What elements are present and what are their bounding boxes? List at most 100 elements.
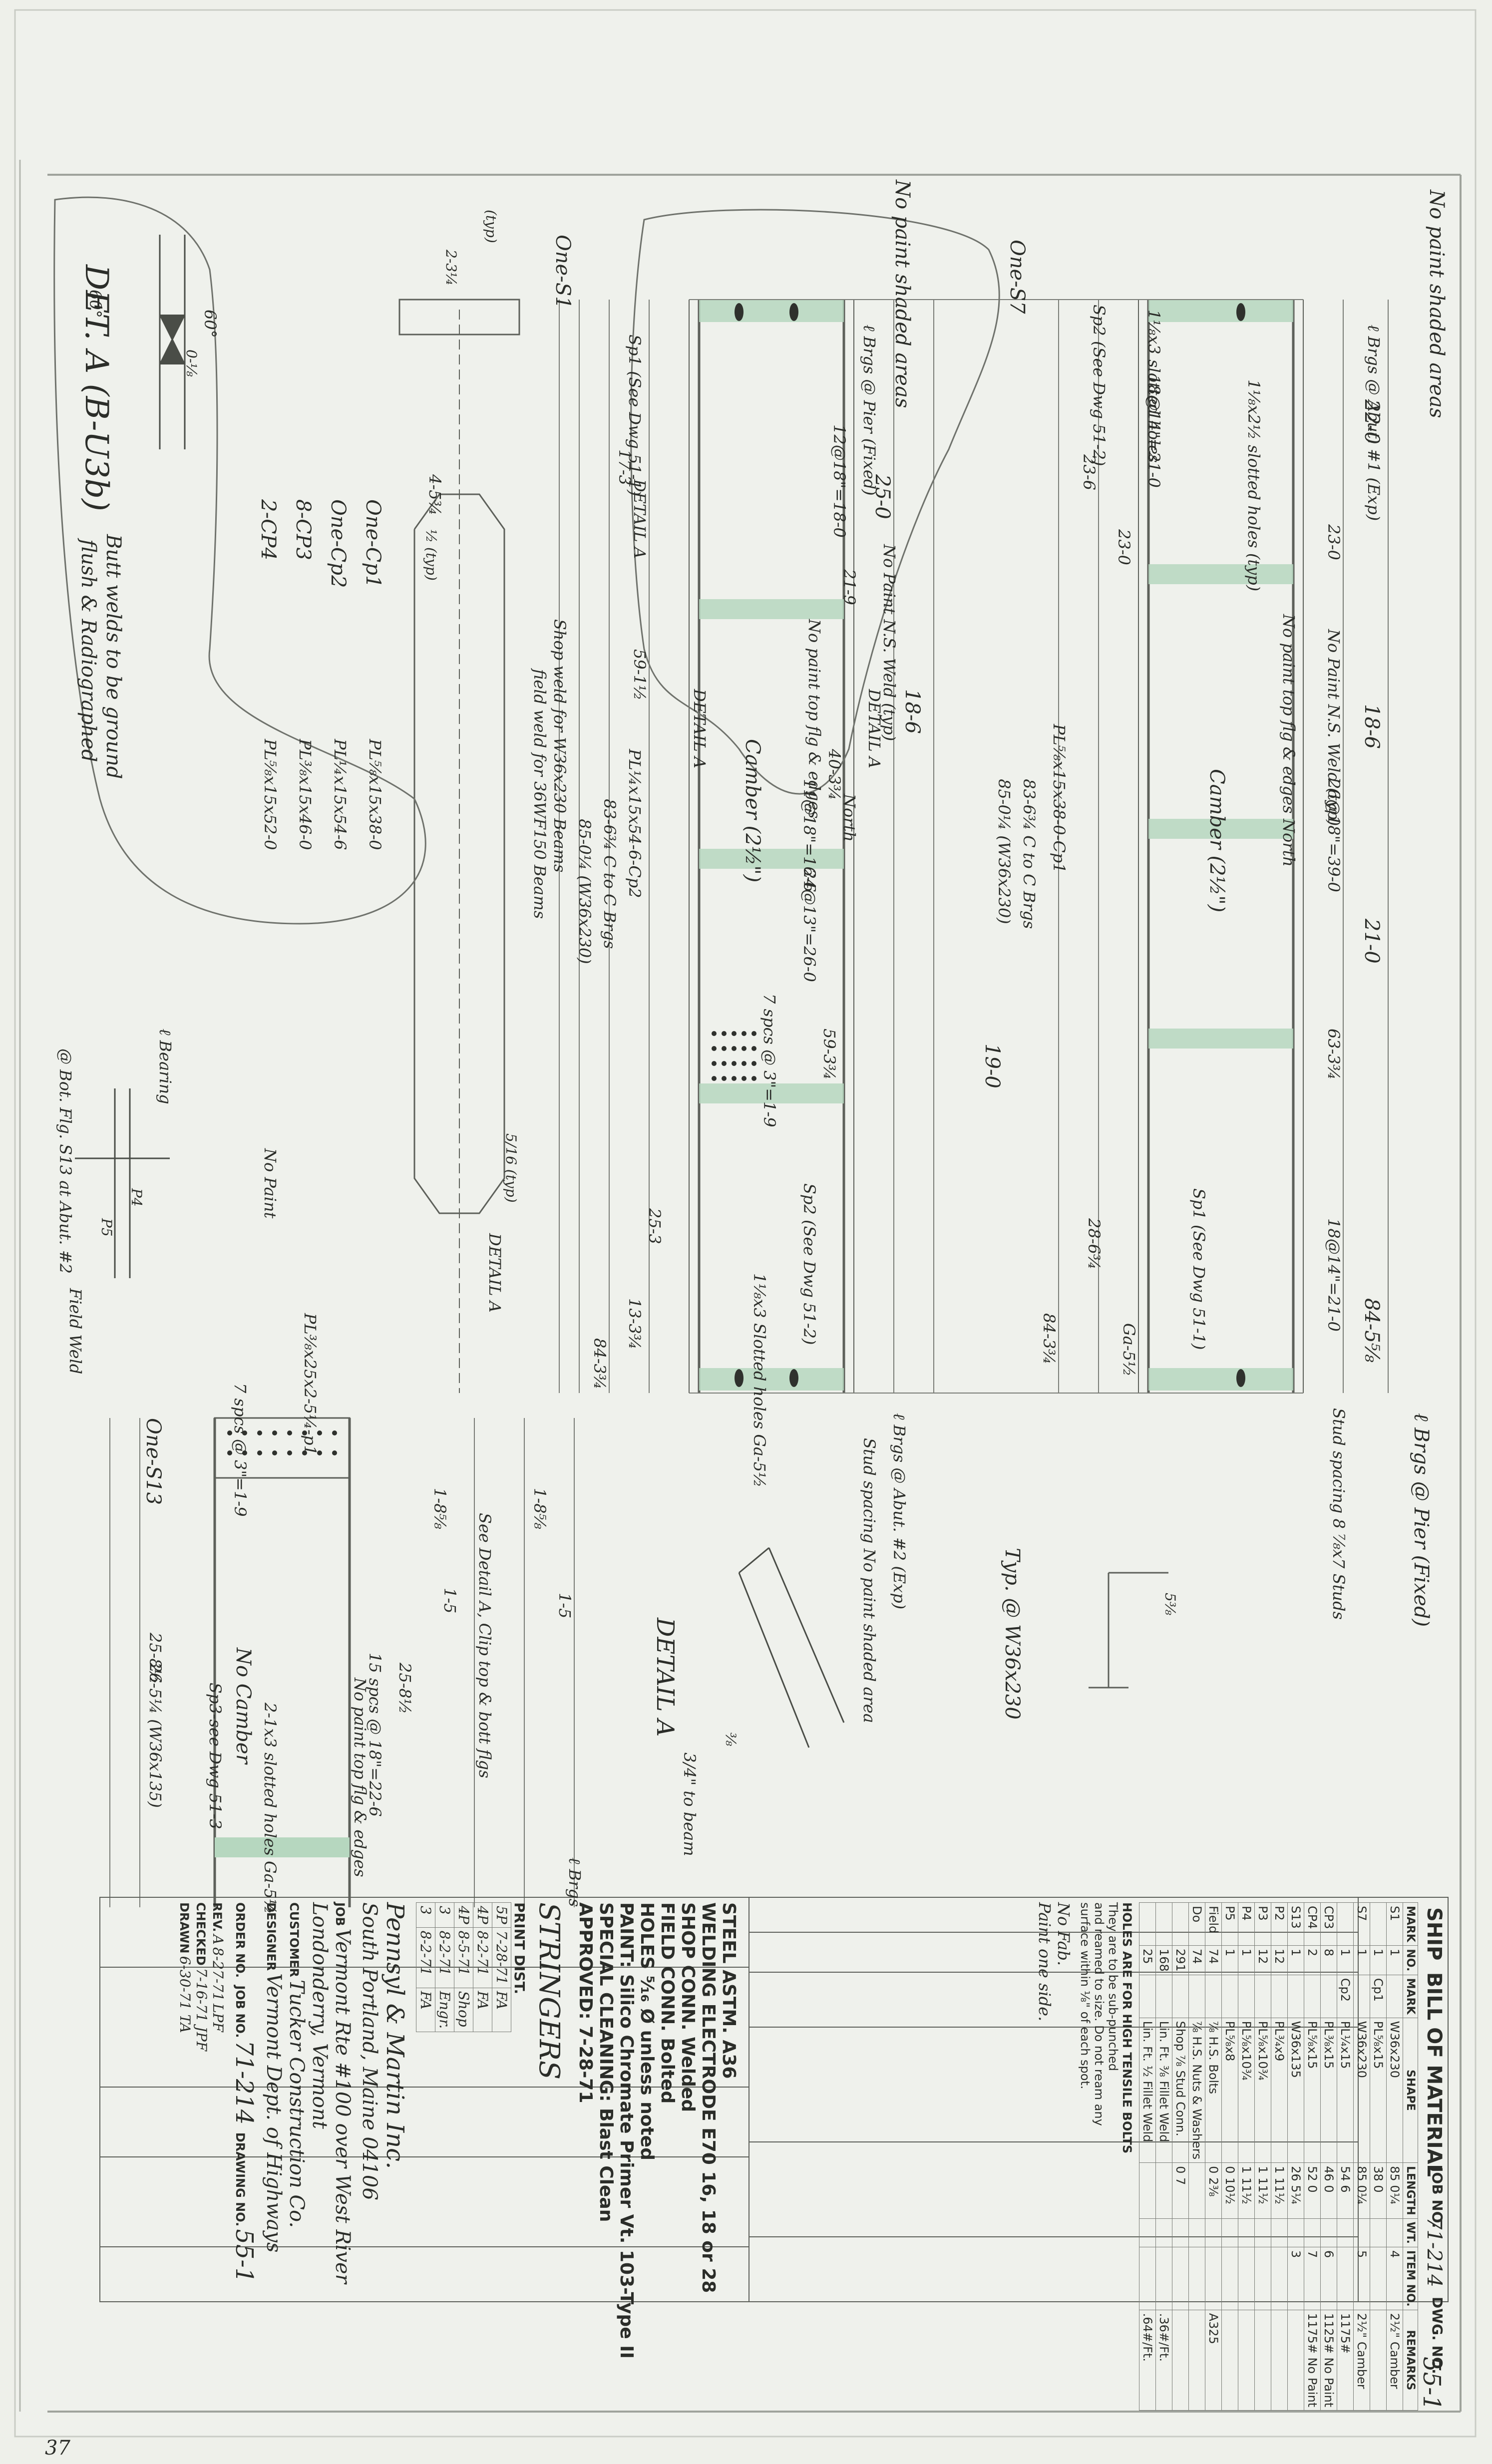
bom-cell-no: 74 bbox=[1205, 1945, 1222, 1975]
drawn-row: DRAWN 6-30-71 TA bbox=[177, 1902, 193, 2033]
dim-59-3: 59-3¾ bbox=[820, 1029, 839, 1080]
bom-cell-mark: P5 bbox=[1221, 1902, 1238, 1946]
bom-cell-shipmark bbox=[1188, 1975, 1205, 2018]
bom-cell-shipmark bbox=[1386, 1975, 1403, 2018]
dim-25: 25-0 bbox=[871, 474, 894, 519]
bom-cell-wt bbox=[1320, 2218, 1337, 2247]
brg-pier-label: ℓ Brgs @ Pier (Fixed) bbox=[1410, 1413, 1433, 1627]
bom-cell-no: 1 bbox=[1337, 1945, 1354, 1975]
bom-cell-wt bbox=[1221, 2218, 1238, 2247]
print-dist-by: Engr. bbox=[435, 1988, 454, 2032]
dim-19: 19-0 bbox=[981, 1044, 1004, 1088]
s13-dim-1-5: 1-5 bbox=[440, 1588, 459, 1614]
bom-cell-shipmark bbox=[1353, 1975, 1370, 2018]
bom-cell-wt bbox=[1353, 2218, 1370, 2247]
bom-cell-remarks bbox=[1188, 2310, 1205, 2411]
col-wt: WT. bbox=[1403, 2218, 1418, 2247]
bom-cell-wt bbox=[1172, 2218, 1189, 2247]
spec-approved: APPROVED: 7-28-71 bbox=[575, 1902, 596, 2104]
bom-cell-no: 168 bbox=[1155, 1945, 1172, 1975]
bom-cell-mark: Field bbox=[1205, 1902, 1222, 1946]
stringer-s7-elevation bbox=[1138, 300, 1304, 1393]
no-paint-shaded-top: No paint shaded areas bbox=[1425, 190, 1448, 418]
no-paint-cloud bbox=[630, 209, 1000, 795]
bom-cell-mark: Do bbox=[1188, 1902, 1205, 1946]
bearing-detail-sketch bbox=[75, 1088, 170, 1278]
cp3-size: PL⅜x15x46-0 bbox=[296, 739, 315, 850]
bom-cell-shipmark bbox=[1254, 1975, 1271, 2018]
print-dist-no: 4P bbox=[454, 1902, 473, 1928]
bom-cell-no: 12 bbox=[1271, 1945, 1288, 1975]
dim-21-9: 21-9 bbox=[840, 569, 859, 605]
cp2-size: PL¼x15x54-6 bbox=[331, 739, 350, 850]
bom-cell-remarks bbox=[1238, 2310, 1255, 2411]
bom-cell-shape: Lin. Ft. ½ Fillet Weld bbox=[1139, 2018, 1156, 2163]
bom-cell-item: 4 bbox=[1386, 2247, 1403, 2310]
bom-cell-remarks bbox=[1254, 2310, 1271, 2411]
dim-18-6: 18-6 bbox=[1360, 704, 1383, 749]
dimension-lines bbox=[559, 299, 1389, 1394]
brg-abut2-label: ℓ Brgs @ Abut. #2 (Exp) bbox=[890, 1413, 909, 1610]
checked-row: CHECKED 7-16-71 JPF bbox=[193, 1902, 210, 2052]
spacing-6-b: 24@13"=26-0 bbox=[800, 869, 819, 982]
butt-weld-2: flush & Radiographed bbox=[77, 539, 100, 762]
bom-cell-shape: W36x230 bbox=[1386, 2018, 1403, 2163]
bom-cell-mark bbox=[1139, 1902, 1156, 1946]
bom-cell-wt bbox=[1370, 2218, 1387, 2247]
dim-59-1: 59-1½ bbox=[630, 649, 649, 701]
spec-welding: WELDING ELECTRODE E70 16, 18 or 28 bbox=[698, 1902, 719, 2293]
stringer-s1-elevation bbox=[689, 300, 854, 1393]
print-dist-date: 7-28-71 bbox=[492, 1927, 511, 1988]
customer-name: Tucker Construction Co. bbox=[285, 1980, 308, 2228]
bom-cell-item bbox=[1238, 2247, 1255, 2310]
firm-location: South Portland, Maine 04106 bbox=[358, 1902, 381, 2200]
gap-label: 0-⅛ bbox=[183, 350, 200, 377]
bom-cell-shape: PL⅝x15 bbox=[1304, 2018, 1321, 2163]
cp1-size: PL⅝x15x38-0 bbox=[366, 739, 384, 850]
paint-one-side-note: Paint one side. bbox=[1035, 1902, 1054, 2022]
col-mark: MARK bbox=[1403, 1902, 1418, 1946]
dim-84-5: 84-5⅝ bbox=[1360, 1298, 1383, 1363]
bom-cell-shipmark bbox=[1155, 1975, 1172, 2018]
splice-4: Sp2 (See Dwg 51-2) bbox=[800, 1183, 819, 1345]
bom-cell-remarks: 2½" Camber bbox=[1386, 2310, 1403, 2411]
s7-title: One-S7 bbox=[1006, 240, 1029, 314]
bom-cell-shipmark bbox=[1172, 1975, 1189, 2018]
bom-cell-remarks bbox=[1370, 2310, 1387, 2411]
bom-cell-no: 1 bbox=[1221, 1945, 1238, 1975]
bom-cell-wt bbox=[1238, 2218, 1255, 2247]
bom-cell-wt bbox=[1386, 2218, 1403, 2247]
print-dist-by: FA bbox=[416, 1988, 435, 2032]
bom-cell-mark: P2 bbox=[1271, 1902, 1288, 1946]
bom-cell-wt bbox=[1205, 2218, 1222, 2247]
dim-84-3: 84-3¾ bbox=[1040, 1313, 1059, 1365]
bom-cell-remarks bbox=[1172, 2310, 1189, 2411]
bom-cell-shape: ⅞ H.S. Bolts bbox=[1205, 2018, 1222, 2163]
bom-cell-no: 8 bbox=[1320, 1945, 1337, 1975]
butt-weld-1: Butt welds to be ground bbox=[102, 534, 125, 779]
p4-label: P4 bbox=[128, 1188, 145, 1207]
bom-cell-wt bbox=[1139, 2218, 1156, 2247]
col-item: ITEM NO. bbox=[1403, 2247, 1418, 2310]
bom-cell-item bbox=[1155, 2247, 1172, 2310]
north-2: North bbox=[840, 794, 859, 842]
spec-cleaning: SPECIAL CLEANING: Blast Clean bbox=[596, 1902, 616, 2222]
weld-sym-3-8: ⅜ bbox=[723, 1733, 739, 1747]
bolt-note-2: They are to be sub-punched bbox=[1106, 1902, 1120, 2071]
bom-cell-remarks: 1125# No Paint bbox=[1320, 2310, 1337, 2411]
rev-row: REV. A 8-27-71 LPF bbox=[210, 1902, 226, 2032]
shop-weld-2: field weld for 36WF150 Beams bbox=[530, 669, 549, 919]
firm-name: Pennsyl & Martin Inc. bbox=[381, 1902, 409, 2169]
cp4-size: PL⅝x15x52-0 bbox=[261, 739, 280, 850]
cp-weld-typ: ½ (typ) bbox=[423, 529, 439, 581]
title-job-no: 71-214 bbox=[230, 2040, 258, 2125]
bom-cell-mark: CP4 bbox=[1304, 1902, 1321, 1946]
bom-cell-shipmark bbox=[1238, 1975, 1255, 2018]
